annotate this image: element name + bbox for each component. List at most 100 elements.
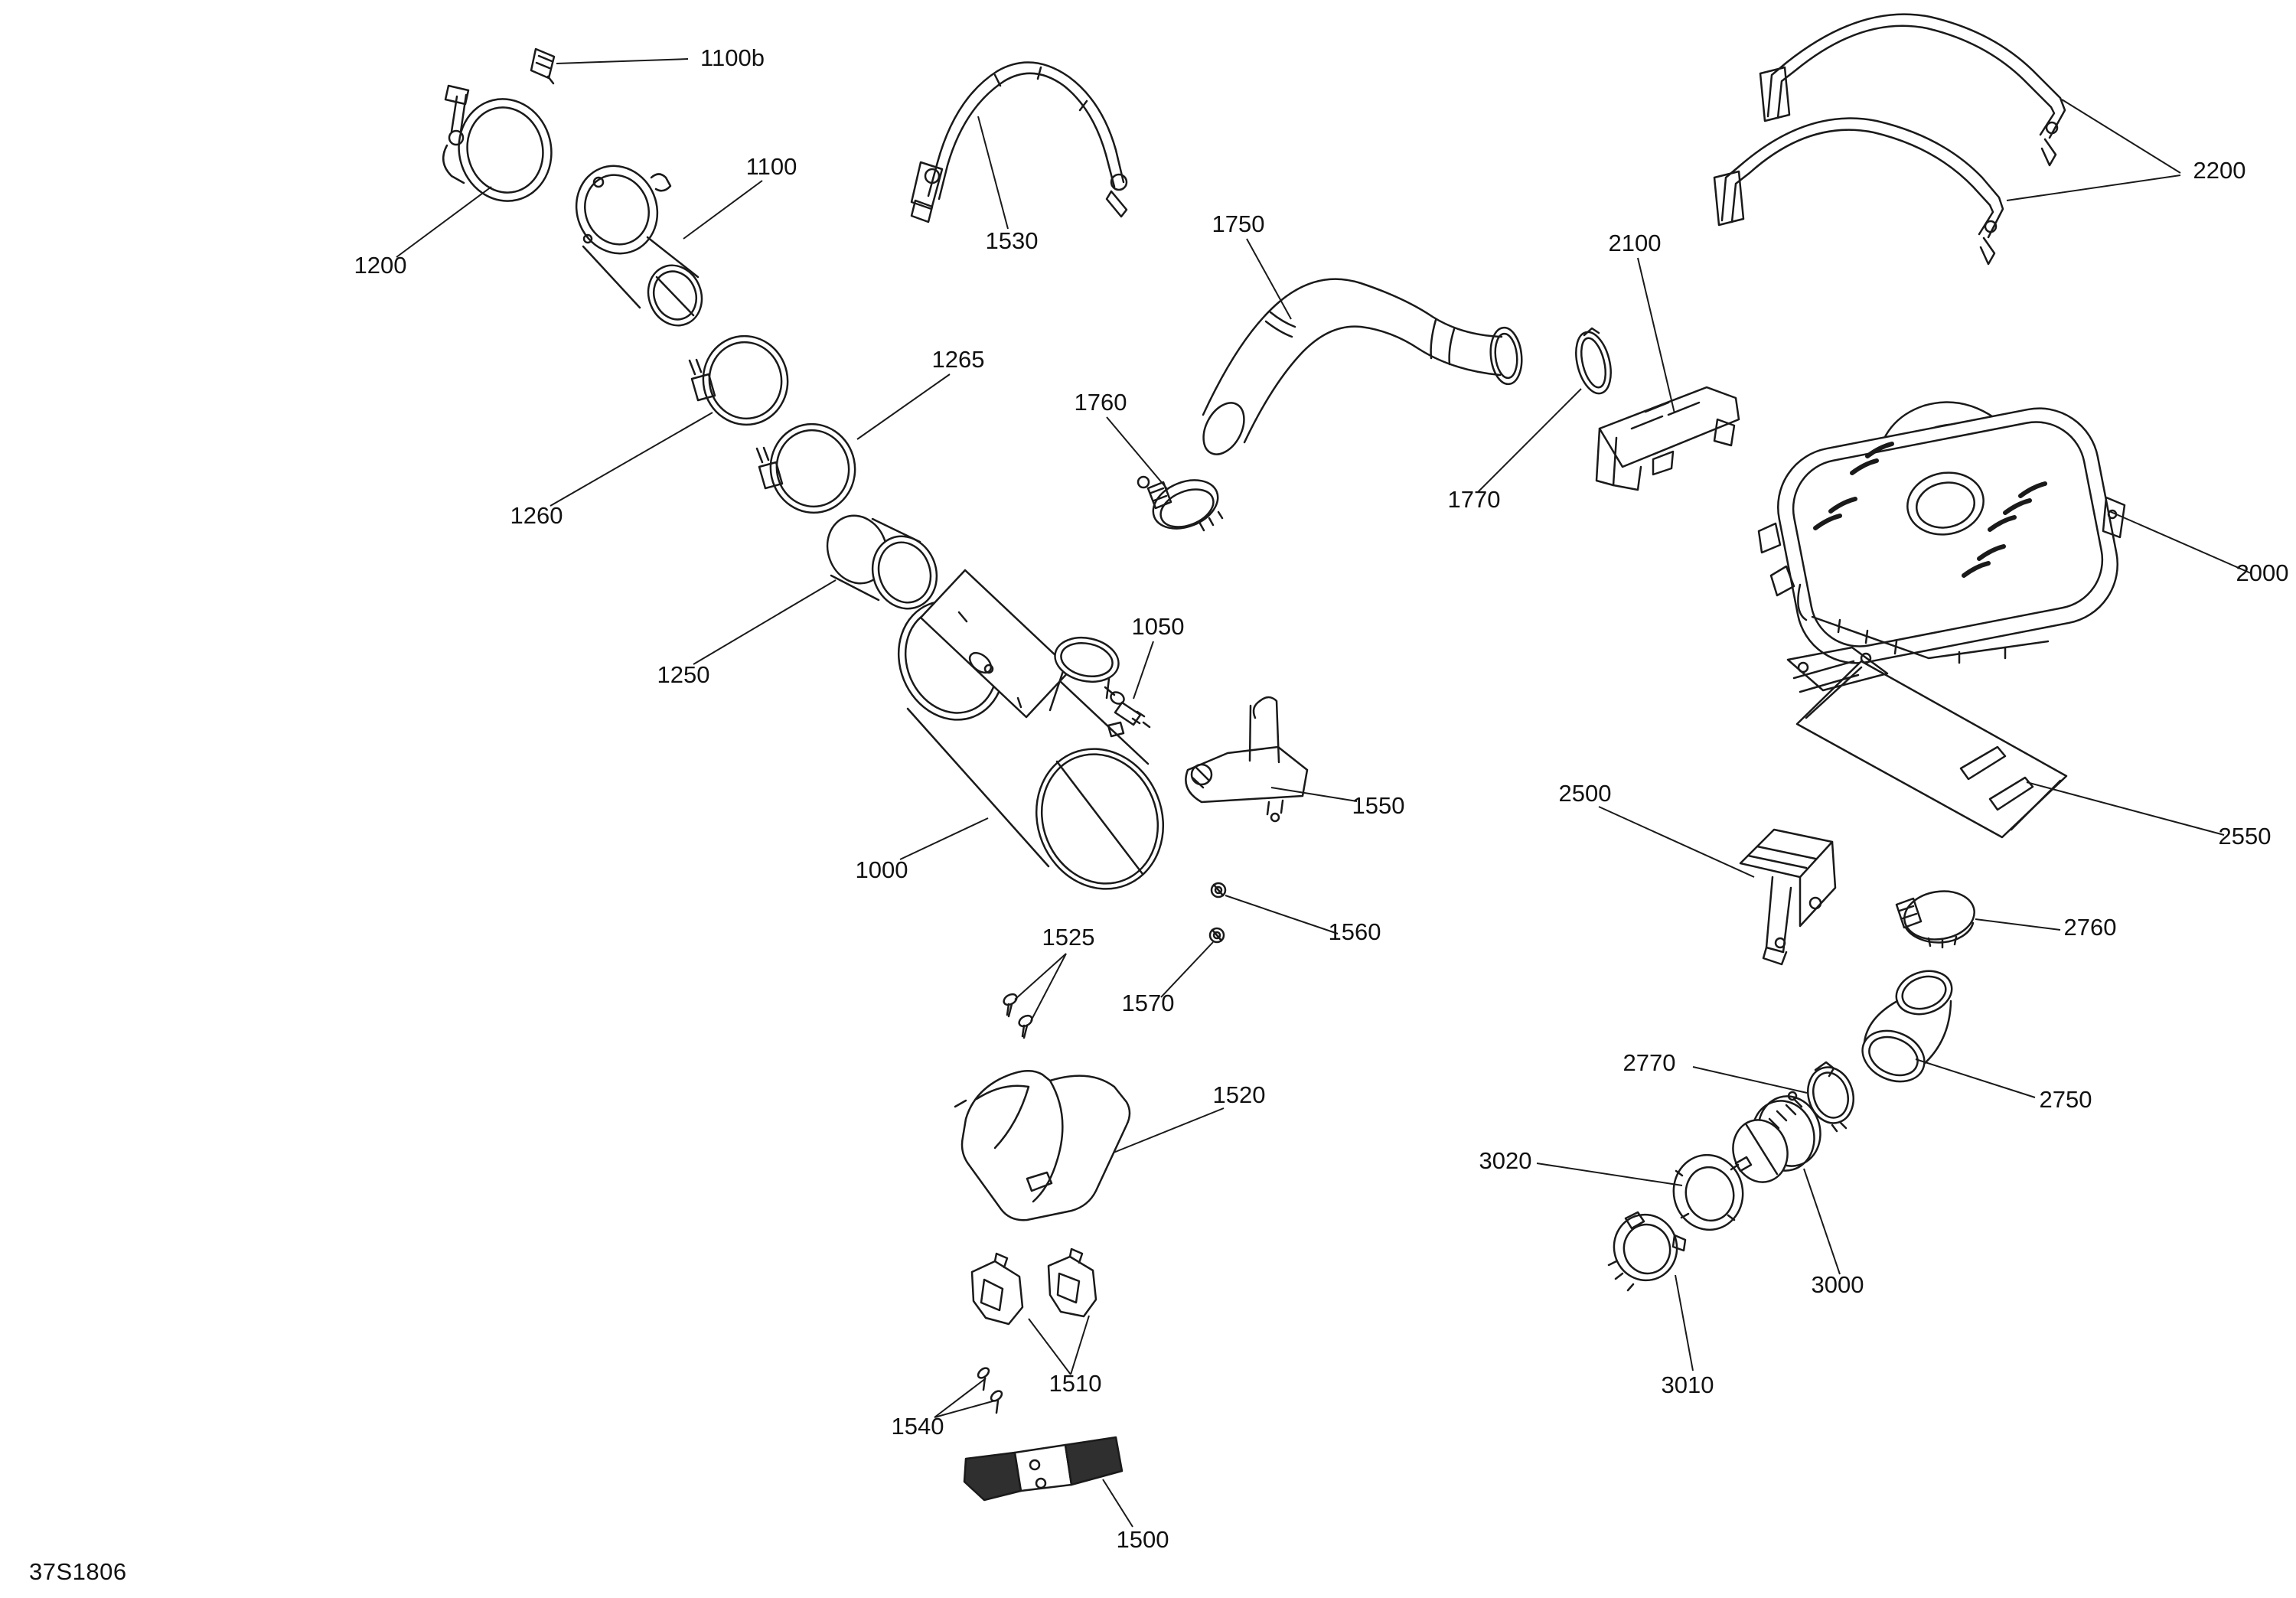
- leader-line-1100b: [556, 58, 689, 64]
- part-3020-gasket-ring: [1672, 1153, 1753, 1231]
- part-label-3000: 3000: [1812, 1271, 1864, 1298]
- leader-line-2770: [1692, 1066, 1808, 1094]
- leader-line-3010: [1675, 1274, 1694, 1371]
- part-label-1050: 1050: [1132, 613, 1185, 640]
- part-label-2750: 2750: [2040, 1086, 2092, 1113]
- part-label-1760: 1760: [1075, 389, 1127, 416]
- leader-line-1525: [1014, 953, 1067, 1000]
- part-1200-v-band-clamp: [442, 84, 553, 202]
- leader-line-3020: [1536, 1163, 1683, 1186]
- leader-line-1540: [934, 1378, 987, 1418]
- part-label-1000: 1000: [856, 856, 908, 883]
- part-label-2550: 2550: [2219, 823, 2272, 850]
- leader-line-2200: [2006, 174, 2181, 201]
- leader-line-1260: [550, 412, 713, 507]
- part-1500-heat-shield: [963, 1436, 1124, 1502]
- leader-line-1500: [1102, 1479, 1133, 1528]
- part-1050-sensor: [1104, 686, 1151, 729]
- part-1530-support-strap: [910, 61, 1128, 223]
- part-1000-muffler: [897, 569, 1165, 890]
- part-label-1530: 1530: [986, 227, 1039, 254]
- leader-line-1520: [1113, 1107, 1225, 1153]
- part-label-1550: 1550: [1352, 792, 1405, 819]
- leader-line-1540: [934, 1399, 999, 1418]
- part-label-1510: 1510: [1049, 1370, 1102, 1397]
- part-1550-bracket: [1185, 696, 1309, 823]
- part-1760-worm-clamp: [1137, 475, 1224, 532]
- leader-line-1570: [1160, 941, 1214, 998]
- leader-line-1265: [856, 373, 951, 440]
- part-label-1520: 1520: [1213, 1081, 1266, 1108]
- part-1525-screw-pair: [1003, 993, 1033, 1039]
- part-drawings: [442, 13, 2126, 1502]
- part-label-1570: 1570: [1122, 990, 1175, 1016]
- part-1750-intake-hose: [1202, 278, 1523, 455]
- leader-line-1550: [1270, 787, 1358, 802]
- part-label-2200: 2200: [2193, 157, 2246, 184]
- leader-line-1525: [1030, 953, 1067, 1022]
- leader-line-1760: [1106, 416, 1169, 491]
- leader-line-1100: [683, 180, 763, 240]
- part-2000-airbox: [1757, 401, 2126, 664]
- diagram-code: 37S1806: [29, 1558, 127, 1585]
- leader-line-2750: [1915, 1058, 2036, 1098]
- part-label-3010: 3010: [1662, 1371, 1714, 1398]
- part-1560-nut: [1210, 882, 1227, 898]
- part-label-1770: 1770: [1448, 486, 1501, 513]
- leader-line-1000: [899, 817, 989, 860]
- leader-line-2500: [1598, 806, 1755, 878]
- part-label-1250: 1250: [657, 661, 710, 688]
- leader-line-1530: [977, 116, 1009, 230]
- part-2100-bracket: [1595, 386, 1740, 491]
- part-label-1265: 1265: [932, 346, 985, 373]
- part-3010-lock-ring: [1607, 1211, 1687, 1292]
- part-label-1200: 1200: [354, 252, 407, 279]
- part-labels: 1100b 1100 1200 1530 1750 2100 2200 1265 1760 126…: [354, 44, 2289, 1553]
- leader-line-2100: [1637, 257, 1675, 414]
- part-label-2000: 2000: [2236, 559, 2289, 586]
- leader-line-1050: [1133, 641, 1154, 700]
- part-2200-strap-pair: [1713, 13, 2066, 266]
- part-label-2500: 2500: [1559, 780, 1612, 807]
- part-2500-bracket: [1739, 828, 1837, 966]
- part-label-3020: 3020: [1479, 1147, 1532, 1174]
- part-label-1100: 1100: [746, 153, 797, 180]
- part-2550-heat-panel: [1786, 646, 2068, 839]
- part-2770-clamp: [1807, 1061, 1854, 1133]
- leader-line-2200: [2061, 99, 2181, 174]
- part-label-1750: 1750: [1212, 210, 1265, 237]
- part-label-2760: 2760: [2064, 914, 2117, 941]
- part-2760-clamp: [1895, 890, 1975, 949]
- part-1100b-screw: [530, 47, 556, 85]
- leader-line-1560: [1225, 895, 1339, 934]
- part-1520-heat-shield: [954, 1069, 1131, 1221]
- leader-line-2550: [2026, 781, 2225, 836]
- part-label-1560: 1560: [1329, 918, 1381, 945]
- part-label-1525: 1525: [1042, 924, 1095, 951]
- leader-line-2000: [2108, 510, 2252, 574]
- part-1510-bracket-pair: [970, 1247, 1097, 1326]
- part-1540-screw-pair: [977, 1367, 1003, 1414]
- part-label-2100: 2100: [1609, 230, 1662, 256]
- leader-line-1510: [1070, 1315, 1090, 1375]
- part-1770-clamp: [1575, 327, 1612, 395]
- leader-line-1200: [396, 186, 492, 258]
- part-1570-nut: [1208, 927, 1225, 944]
- leader-line-1750: [1246, 238, 1292, 320]
- leader-lines: [396, 58, 2252, 1528]
- part-label-1500: 1500: [1117, 1526, 1169, 1553]
- leader-line-3000: [1803, 1168, 1841, 1275]
- part-label-1100b: 1100b: [700, 44, 765, 71]
- leader-line-2760: [1975, 918, 2061, 931]
- leader-line-1510: [1028, 1318, 1071, 1375]
- leader-line-1250: [693, 579, 837, 665]
- part-label-1540: 1540: [892, 1413, 944, 1440]
- part-1260-clamp: [688, 334, 789, 426]
- part-1250-sleeve: [826, 514, 938, 610]
- part-label-1260: 1260: [510, 502, 563, 529]
- part-1265-clamp: [755, 422, 856, 514]
- part-3000-outlet-coupler: [1732, 1091, 1821, 1183]
- part-2750-elbow: [1861, 970, 1953, 1083]
